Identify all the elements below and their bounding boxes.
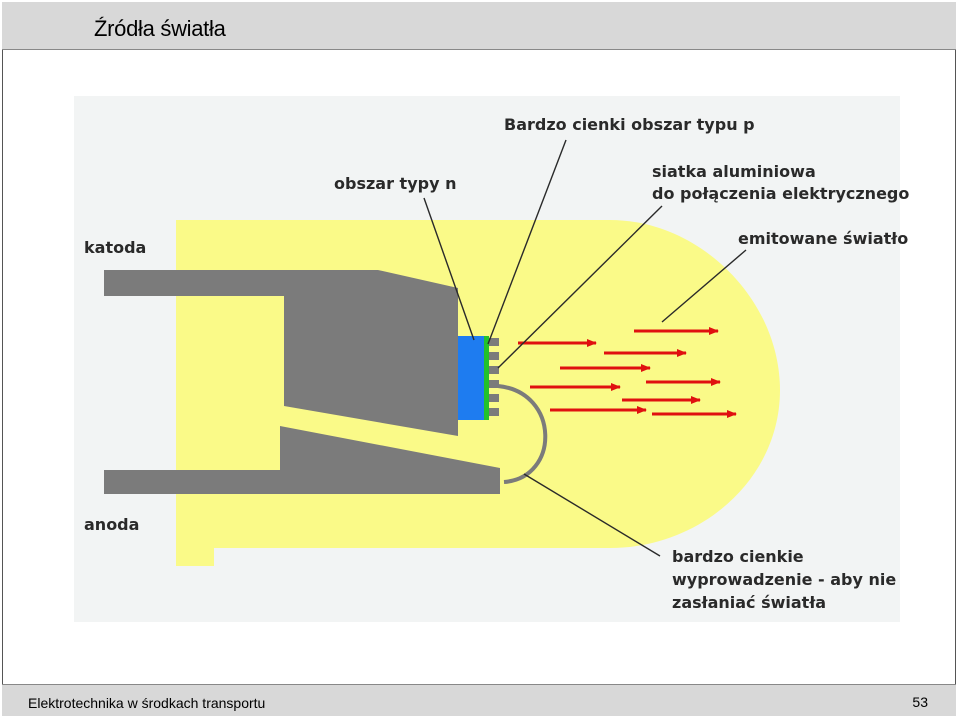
- label-grid-line1: siatka aluminiowa: [652, 162, 816, 181]
- leader-line-p-region: [487, 139, 567, 345]
- footer-bar: Elektrotechnika w środkach transportu 53: [2, 684, 956, 716]
- label-cathode: katoda: [84, 238, 146, 257]
- label-emitted-light: emitowane światło: [738, 229, 908, 248]
- p-region: [484, 336, 489, 420]
- bond-wire: [497, 384, 548, 484]
- leader-lines: [423, 139, 747, 557]
- leader-line-wire: [523, 473, 661, 557]
- leader-line-n-region: [423, 197, 475, 341]
- label-grid-line2: do połączenia elektrycznego: [652, 184, 909, 203]
- label-anode: anoda: [84, 515, 139, 534]
- n-region: [458, 336, 484, 420]
- page-number: 53: [912, 694, 928, 710]
- emitted-light-arrows: [518, 327, 737, 418]
- aluminium-grid: [489, 338, 499, 416]
- anode-lead: [104, 426, 500, 494]
- leader-line-emitted: [661, 249, 747, 323]
- label-lead-line1: bardzo cienkie: [672, 547, 804, 566]
- cathode-lead: [104, 270, 458, 436]
- footer-course-title: Elektrotechnika w środkach transportu: [28, 695, 266, 711]
- leader-line-grid: [497, 205, 663, 369]
- slide-title: Źródła światła: [94, 16, 226, 41]
- label-lead-line3: zasłaniać światła: [672, 593, 826, 612]
- title-bar: Źródła światła: [2, 2, 956, 50]
- label-n-region: obszar typy n: [334, 174, 456, 193]
- label-p-region: Bardzo cienki obszar typu p: [504, 115, 755, 134]
- label-lead-line2: wyprowadzenie - aby nie: [672, 570, 896, 589]
